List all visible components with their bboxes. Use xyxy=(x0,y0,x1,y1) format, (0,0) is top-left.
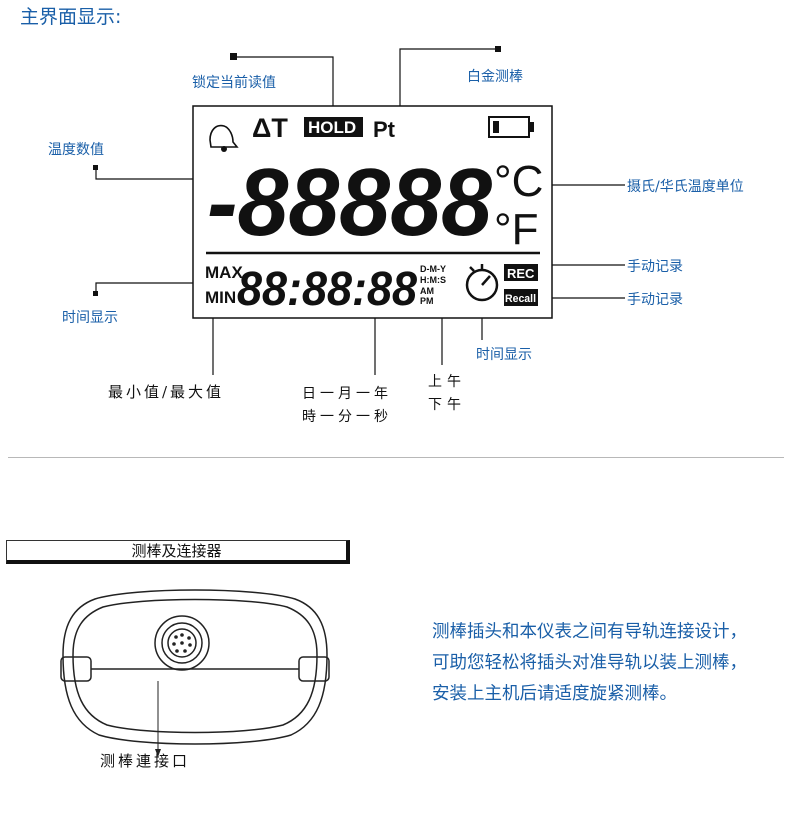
description-text: 测棒插头和本仪表之间有导轨连接设计，可助您轻松将插头对准导轨以装上测棒，安装上主… xyxy=(432,622,747,704)
time-reading: 88:88:88 xyxy=(237,263,417,316)
connector-pins xyxy=(172,633,192,653)
label-date: 日一月一年 xyxy=(302,386,392,402)
stopwatch-icon xyxy=(465,264,499,302)
min-label: MIN xyxy=(205,288,236,307)
label-pm: 下午 xyxy=(428,397,466,413)
hold-label: HOLD xyxy=(308,118,356,137)
recall-badge xyxy=(504,289,538,306)
max-label: MAX xyxy=(205,263,243,282)
label-am: 上午 xyxy=(428,374,466,390)
label-manual-record-2: 手动记录 xyxy=(627,292,683,308)
label-temp-value: 温度数值 xyxy=(48,142,104,158)
label-unit: 摄氏/华氏温度单位 xyxy=(627,179,744,195)
delta-t: ΔT xyxy=(252,113,288,143)
battery-icon xyxy=(488,116,534,138)
connector-label: 测棒連接口 xyxy=(100,752,191,770)
unit-celsius: °C xyxy=(494,157,543,206)
label-lock-value: 锁定当前读值 xyxy=(192,75,276,91)
lcd-frame xyxy=(192,105,553,319)
dmy-label: D-M-Y xyxy=(420,264,446,274)
label-time-display-left: 时间显示 xyxy=(62,310,118,326)
label-min-max: 最小值/最大值 xyxy=(108,383,225,401)
label-time: 時一分一秒 xyxy=(302,409,392,425)
lcd-diagram: ΔT HOLD Pt -88888 °C °F MAX MIN 88:88:88… xyxy=(93,46,625,375)
label-time-display-right: 时间显示 xyxy=(476,347,532,363)
label-manual-record-1: 手动记录 xyxy=(627,259,683,275)
main-reading: -88888 xyxy=(207,149,493,256)
connector-drawing xyxy=(60,589,330,757)
pt-label: Pt xyxy=(373,117,396,142)
page-title: 主界面显示: xyxy=(20,6,122,28)
bell-icon xyxy=(209,124,239,152)
leader-temp xyxy=(95,167,210,180)
hold-badge xyxy=(304,117,363,137)
pm-label: PM xyxy=(420,296,434,306)
leader-lock xyxy=(236,56,334,106)
am-label: AM xyxy=(420,286,434,296)
unit-fahrenheit: °F xyxy=(494,205,538,254)
recall-label: Recall xyxy=(505,293,536,305)
section-divider xyxy=(8,457,784,458)
leader-probe xyxy=(399,48,497,106)
label-platinum-probe: 白金测棒 xyxy=(467,69,523,85)
hms-label: H:M:S xyxy=(420,275,446,285)
section-title: 测棒及连接器 xyxy=(6,540,350,564)
rec-label: REC xyxy=(507,266,535,281)
rec-badge xyxy=(504,264,538,281)
